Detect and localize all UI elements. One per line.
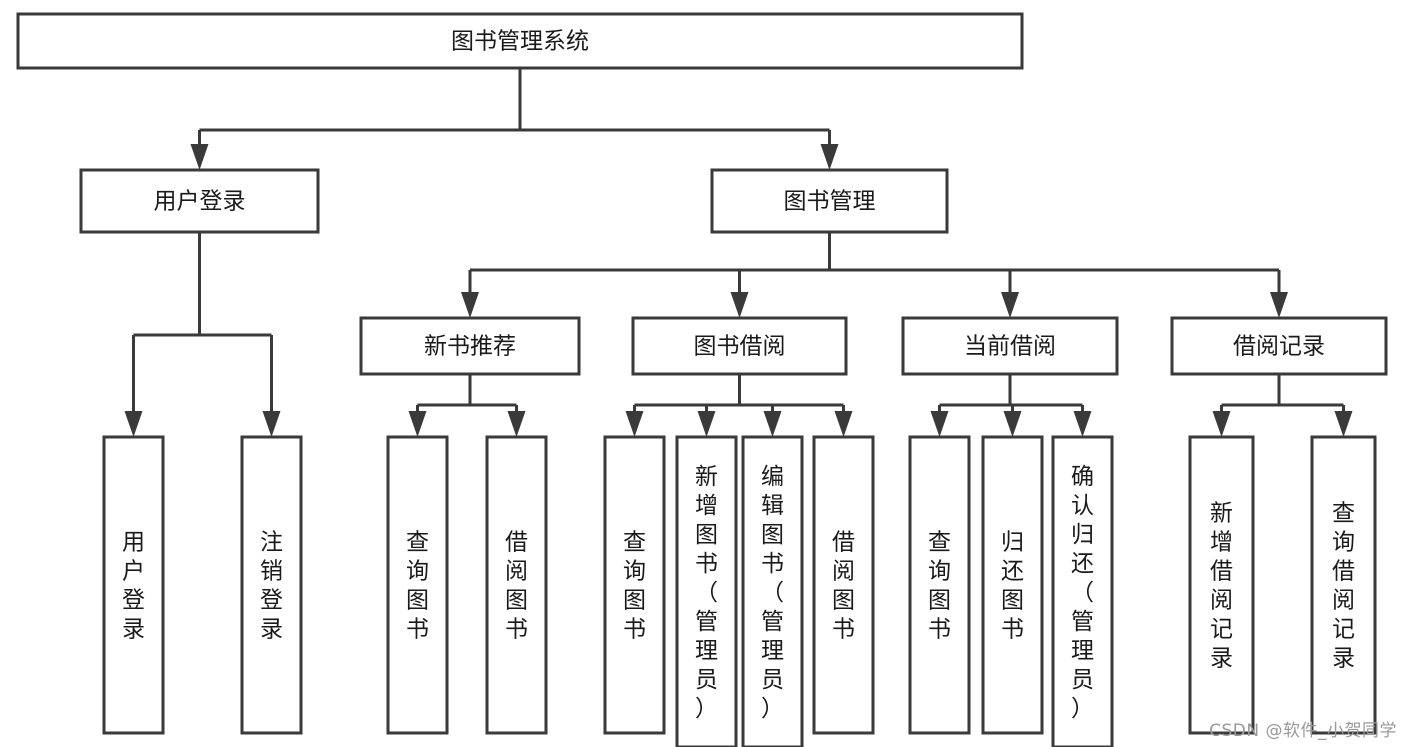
node-current-borrow[interactable]: 当前借阅 — [901, 316, 1119, 376]
connector-group-book_borrow — [625, 374, 853, 437]
node-label: 查询借阅记录 — [1332, 501, 1355, 672]
node-book-borrow[interactable]: 图书借阅 — [631, 316, 848, 376]
node-label: 新增借阅记录 — [1210, 501, 1233, 672]
node-leaf-return-book[interactable]: 归还图书 — [981, 435, 1044, 735]
node-box[interactable] — [631, 316, 848, 376]
node-label: 注销登录 — [260, 530, 283, 643]
connector-group-book_manage — [461, 232, 1288, 318]
node-box[interactable] — [1170, 316, 1388, 376]
node-box[interactable] — [16, 12, 1024, 70]
node-box[interactable] — [359, 316, 581, 376]
connector-layer — [124, 68, 1353, 437]
node-box[interactable] — [102, 435, 165, 735]
node-leaf-user-logout[interactable]: 注销登录 — [240, 435, 303, 735]
node-box[interactable] — [386, 435, 449, 735]
node-box[interactable] — [812, 435, 875, 735]
node-box[interactable] — [908, 435, 971, 735]
arrow-head-icon — [1003, 411, 1022, 437]
node-label: 借阅图书 — [505, 530, 528, 643]
node-leaf-add-record[interactable]: 新增借阅记录 — [1188, 435, 1255, 735]
node-user-login[interactable]: 用户登录 — [79, 168, 320, 234]
node-leaf-edit-book[interactable]: 编辑图书（管理员） — [741, 435, 804, 747]
arrow-head-icon — [730, 292, 749, 318]
arrow-head-icon — [124, 411, 143, 437]
arrow-head-icon — [820, 144, 839, 170]
arrow-head-icon — [1212, 411, 1231, 437]
node-label: 用户登录 — [122, 530, 145, 643]
node-leaf-query-book-1[interactable]: 查询图书 — [386, 435, 449, 735]
arrow-head-icon — [697, 411, 716, 437]
node-label: 编辑图书（管理员） — [761, 464, 784, 722]
node-label: 借阅记录 — [1233, 334, 1325, 360]
arrow-head-icon — [1270, 292, 1288, 318]
arrow-head-icon — [930, 411, 949, 437]
node-leaf-confirm-return[interactable]: 确认归还（管理员） — [1051, 435, 1114, 747]
connector-group-current_borrow — [930, 374, 1092, 437]
node-box[interactable] — [741, 435, 804, 747]
node-box[interactable] — [901, 316, 1119, 376]
arrow-head-icon — [1334, 411, 1353, 437]
node-label: 用户登录 — [154, 189, 246, 215]
node-box[interactable] — [675, 435, 738, 747]
node-layer: 图书管理系统用户登录图书管理新书推荐图书借阅当前借阅借阅记录用户登录注销登录查询… — [16, 12, 1388, 747]
node-label: 借阅图书 — [832, 530, 855, 643]
node-borrow-record[interactable]: 借阅记录 — [1170, 316, 1388, 376]
node-leaf-query-book-3[interactable]: 查询图书 — [908, 435, 971, 735]
arrow-head-icon — [507, 411, 526, 437]
node-box[interactable] — [603, 435, 666, 735]
node-label: 查询图书 — [406, 530, 429, 643]
node-root[interactable]: 图书管理系统 — [16, 12, 1024, 70]
node-new-book-rec[interactable]: 新书推荐 — [359, 316, 581, 376]
arrow-head-icon — [625, 411, 644, 437]
node-box[interactable] — [981, 435, 1044, 735]
node-label: 图书管理系统 — [451, 29, 589, 55]
node-box[interactable] — [1188, 435, 1255, 735]
arrow-head-icon — [262, 411, 281, 437]
arrow-head-icon — [408, 411, 427, 437]
node-label: 新书推荐 — [424, 334, 516, 360]
connector-group-new_book_rec — [408, 374, 526, 437]
node-box[interactable] — [710, 168, 949, 234]
node-label: 查询图书 — [623, 530, 646, 643]
node-leaf-query-book-2[interactable]: 查询图书 — [603, 435, 666, 735]
node-box[interactable] — [240, 435, 303, 735]
connector-group-borrow_record — [1212, 374, 1353, 437]
node-book-manage[interactable]: 图书管理 — [710, 168, 949, 234]
arrow-head-icon — [190, 144, 209, 170]
node-label: 图书借阅 — [694, 334, 786, 360]
node-label: 确认归还（管理员） — [1071, 464, 1094, 722]
connector-group-root — [190, 68, 839, 170]
node-label: 查询图书 — [928, 530, 951, 643]
node-box[interactable] — [1051, 435, 1114, 747]
node-leaf-query-record[interactable]: 查询借阅记录 — [1310, 435, 1377, 735]
arrow-head-icon — [763, 411, 782, 437]
node-leaf-borrow-book-1[interactable]: 借阅图书 — [485, 435, 548, 735]
node-box[interactable] — [1310, 435, 1377, 735]
node-box[interactable] — [485, 435, 548, 735]
node-label: 归还图书 — [1001, 530, 1024, 643]
node-box[interactable] — [79, 168, 320, 234]
arrow-head-icon — [1001, 292, 1019, 318]
arrow-head-icon — [1073, 411, 1092, 437]
node-leaf-add-book[interactable]: 新增图书（管理员） — [675, 435, 738, 747]
arrow-head-icon — [461, 292, 479, 318]
node-leaf-user-login[interactable]: 用户登录 — [102, 435, 165, 735]
node-label: 当前借阅 — [964, 334, 1056, 360]
arrow-head-icon — [834, 411, 853, 437]
connector-group-user_login — [124, 232, 281, 437]
node-leaf-borrow-book-2[interactable]: 借阅图书 — [812, 435, 875, 735]
node-label: 新增图书（管理员） — [695, 464, 718, 722]
node-label: 图书管理 — [784, 189, 876, 215]
